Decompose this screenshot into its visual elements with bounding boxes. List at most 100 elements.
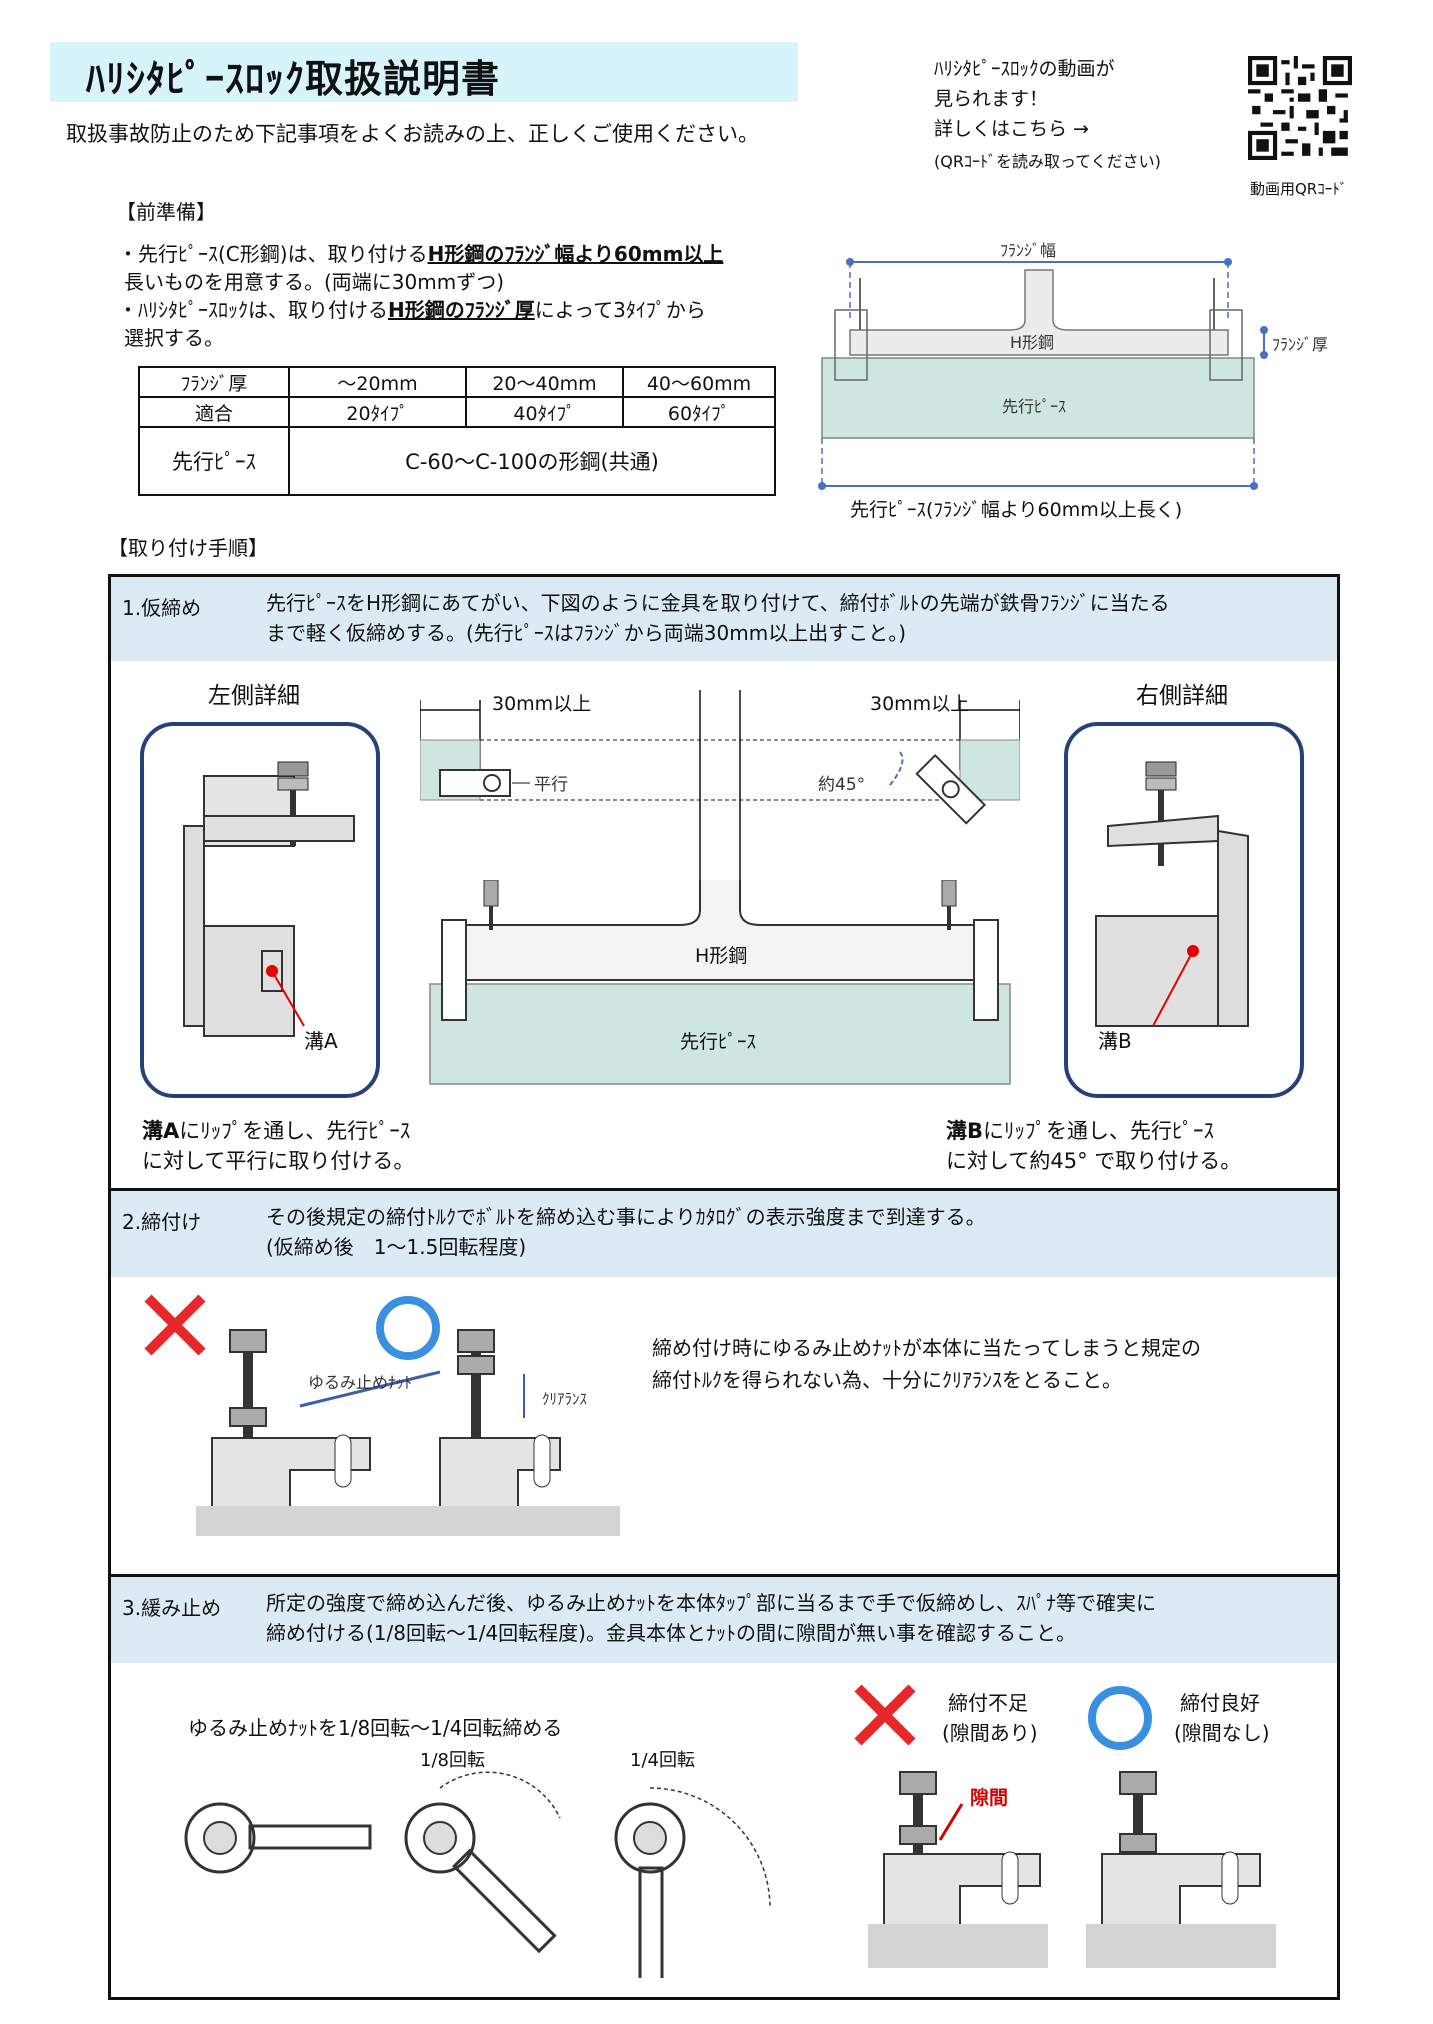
step-divider (108, 1574, 1337, 1577)
step2-diagram: ゆるみ止めﾅｯﾄ ｸﾘｱﾗﾝｽ (144, 1294, 620, 1536)
step3-band (111, 1577, 1337, 1663)
video-note: ﾊﾘｼﾀﾋﾟｰｽﾛｯｸの動画が 見られます！ 詳しくはこちら → (934, 54, 1115, 144)
prep-line-3b: H形鋼のﾌﾗﾝｼﾞ厚 (388, 298, 535, 322)
gap-label: 隙間 (970, 1786, 1008, 1809)
left-detail-title: 左側詳細 (208, 683, 300, 709)
center-piece-label: 先行ﾋﾟｰｽ (680, 1031, 756, 1053)
step3-text: 所定の強度で締め込んだ後、ゆるみ止めﾅｯﾄを本体ﾀｯﾌﾟ部に当るまで手で仮締めし… (266, 1588, 1156, 1648)
step2-note-2: 締付ﾄﾙｸを得られない為、十分にｸﾘｱﾗﾝｽをとること。 (652, 1368, 1122, 1392)
right-caption-bold: 溝B (946, 1119, 984, 1143)
step3-text-1: 所定の強度で締め込んだ後、ゆるみ止めﾅｯﾄを本体ﾀｯﾌﾟ部に当るまで手で仮締めし… (266, 1591, 1156, 1615)
angle-label: 約45° (818, 775, 865, 795)
groove-b-label: 溝B (1098, 1029, 1132, 1053)
step2-text-1: その後規定の締付ﾄﾙｸでﾎﾞﾙﾄを締め込む事によりｶﾀﾛｸﾞの表示強度まで到達す… (266, 1205, 986, 1229)
right-caption-2: に対して約45° で取り付ける。 (946, 1149, 1242, 1173)
clearance-label: ｸﾘｱﾗﾝｽ (542, 1390, 587, 1408)
qr-code-icon[interactable] (1248, 56, 1352, 160)
step3-label: 3.緩み止め (122, 1596, 222, 1620)
eighth-turn-label: 1/8回転 (420, 1750, 485, 1771)
flange-width-label: ﾌﾗﾝｼﾞ幅 (1000, 241, 1056, 260)
right-detail-drawing: 溝B (1095, 761, 1249, 1053)
table-cell: 先行ﾋﾟｰｽ (138, 426, 290, 496)
lock-nut-label: ゆるみ止めﾅｯﾄ (308, 1373, 412, 1392)
table-cell: 20～40mm (465, 366, 624, 398)
left-detail-drawing: 溝A (183, 761, 355, 1053)
center-bottom-diagram: H形鋼 先行ﾋﾟｰｽ (429, 880, 1011, 1085)
procedure-heading: 【取り付け手順】 (108, 536, 268, 560)
step1-text: 先行ﾋﾟｰｽをH形鋼にあてがい、下図のように金具を取り付けて、締付ﾎﾞﾙﾄの先端… (266, 588, 1170, 648)
step1-text-2: まで軽く仮締めする。(先行ﾋﾟｰｽはﾌﾗﾝｼﾞから両端30mm以上出すこと。) (266, 621, 907, 645)
good-label-2: (隙間なし) (1174, 1721, 1270, 1745)
table-cell: 40ﾀｲﾌﾟ (465, 396, 624, 428)
prep-figure-caption: 先行ﾋﾟｰｽ(ﾌﾗﾝｼﾞ幅より60mm以上長く) (850, 499, 1182, 520)
center-top-diagram: 30mm以上 30mm以上 平行 約45° (420, 690, 1020, 890)
table-cell: ﾌﾗﾝｼﾞ厚 (138, 366, 290, 398)
left-caption-bold: 溝A (142, 1119, 180, 1143)
parallel-label: 平行 (534, 775, 568, 795)
qr-caption: 動画用QRｺｰﾄﾞ (1250, 180, 1348, 198)
right-detail-title: 右側詳細 (1136, 683, 1228, 709)
step-divider (108, 1188, 1337, 1191)
table-cell: 40～60mm (622, 366, 776, 398)
left-caption: 溝Aにﾘｯﾌﾟを通し、先行ﾋﾟｰｽ に対して平行に取り付ける。 (142, 1116, 414, 1176)
step1-band (111, 577, 1337, 661)
prep-heading: 【前準備】 (116, 200, 216, 224)
quarter-turn-label: 1/4回転 (630, 1750, 695, 1771)
video-line-3: 詳しくはこちら → (934, 118, 1089, 140)
video-line-1: ﾊﾘｼﾀﾋﾟｰｽﾛｯｸの動画が (934, 58, 1115, 80)
video-sub: (QRｺｰﾄﾞを読み取ってください) (934, 152, 1161, 171)
piece-label: 先行ﾋﾟｰｽ (1002, 397, 1066, 416)
wrench-title: ゆるみ止めﾅｯﾄを1/8回転～1/4回転締める (188, 1716, 563, 1740)
right-detail-box (1064, 722, 1304, 1098)
step2-text-2: (仮締め後 1～1.5回転程度) (266, 1235, 527, 1259)
good-label-1: 締付良好 (1180, 1691, 1260, 1715)
wrench-diagram: 1/8回転 1/4回転 (184, 1750, 771, 1978)
prep-figure: ﾌﾗﾝｼﾞ幅 H形鋼 先行ﾋﾟｰｽ ﾌﾗﾝｼﾞ厚 先行ﾋﾟｰｽ(ﾌﾗﾝｼﾞ幅より… (818, 241, 1328, 520)
prep-line-1: ・先行ﾋﾟｰｽ(C形鋼)は、取り付けるH形鋼のﾌﾗﾝｼﾞ幅より60mm以上 (118, 240, 723, 268)
dim-left-label: 30mm以上 (492, 693, 591, 715)
prep-line-4: 選択する。 (124, 326, 224, 350)
table-cell: 60ﾀｲﾌﾟ (622, 396, 776, 428)
table-row: 先行ﾋﾟｰｽ C-60～C-100の形鋼(共通) (138, 426, 776, 496)
bad-label-1: 締付不足 (948, 1691, 1028, 1715)
gap-check-diagram: 締付不足 (隙間あり) 締付良好 (隙間なし) 隙間 (854, 1684, 1276, 1968)
table-cell: ～20mm (288, 366, 467, 398)
prep-line-3a: ・ﾊﾘｼﾀﾋﾟｰｽﾛｯｸは、取り付ける (118, 298, 388, 322)
page-title: ﾊﾘｼﾀﾋﾟｰｽﾛｯｸ取扱説明書 (86, 57, 501, 101)
intro-text: 取扱事故防止のため下記事項をよくお読みの上、正しくご使用ください。 (66, 122, 759, 146)
left-caption-2: に対して平行に取り付ける。 (142, 1149, 415, 1173)
step2-note-1: 締め付け時にゆるみ止めﾅｯﾄが本体に当たってしまうと規定の (652, 1336, 1201, 1360)
circle-ok-icon (1088, 1686, 1152, 1750)
left-caption-1: にﾘｯﾌﾟを通し、先行ﾋﾟｰｽ (179, 1119, 411, 1143)
groove-a-label: 溝A (304, 1029, 338, 1053)
spec-table: ﾌﾗﾝｼﾞ厚 ～20mm 20～40mm 40～60mm 適合 20ﾀｲﾌﾟ 4… (138, 366, 776, 496)
right-caption: 溝Bにﾘｯﾌﾟを通し、先行ﾋﾟｰｽ に対して約45° で取り付ける。 (946, 1116, 1241, 1176)
prep-line-1a: ・先行ﾋﾟｰｽ(C形鋼)は、取り付ける (118, 242, 428, 266)
step2-note: 締め付け時にゆるみ止めﾅｯﾄが本体に当たってしまうと規定の 締付ﾄﾙｸを得られな… (652, 1332, 1201, 1396)
step1-text-1: 先行ﾋﾟｰｽをH形鋼にあてがい、下図のように金具を取り付けて、締付ﾎﾞﾙﾄの先端… (266, 591, 1170, 615)
table-row: 適合 20ﾀｲﾌﾟ 40ﾀｲﾌﾟ 60ﾀｲﾌﾟ (138, 396, 776, 428)
step2-label: 2.締付け (122, 1210, 202, 1234)
step2-band (111, 1191, 1337, 1277)
flange-thickness-label: ﾌﾗﾝｼﾞ厚 (1272, 335, 1328, 354)
step1-label: 1.仮締め (122, 596, 202, 620)
h-beam-label: H形鋼 (1010, 333, 1054, 352)
prep-line-1b: H形鋼のﾌﾗﾝｼﾞ幅より60mm以上 (427, 242, 724, 266)
right-caption-1: にﾘｯﾌﾟを通し、先行ﾋﾟｰｽ (983, 1119, 1215, 1143)
bad-label-2: (隙間あり) (942, 1721, 1038, 1745)
prep-line-3c: によって3ﾀｲﾌﾟから (534, 298, 706, 322)
video-line-2: 見られます！ (934, 88, 1049, 110)
center-h-beam-label: H形鋼 (695, 945, 747, 967)
table-cell: C-60～C-100の形鋼(共通) (288, 426, 776, 496)
step2-text: その後規定の締付ﾄﾙｸでﾎﾞﾙﾄを締め込む事によりｶﾀﾛｸﾞの表示強度まで到達す… (266, 1202, 986, 1262)
prep-line-3: ・ﾊﾘｼﾀﾋﾟｰｽﾛｯｸは、取り付けるH形鋼のﾌﾗﾝｼﾞ厚によって3ﾀｲﾌﾟから (118, 296, 706, 324)
circle-ok-icon (376, 1296, 440, 1360)
step3-text-2: 締め付ける(1/8回転～1/4回転程度)。金具本体とﾅｯﾄの間に隙間が無い事を確… (266, 1621, 1076, 1645)
procedure-frame (108, 574, 1340, 2000)
table-cell: 20ﾀｲﾌﾟ (288, 396, 467, 428)
title-band (50, 42, 798, 102)
prep-line-2: 長いものを用意する。(両端に30mmずつ) (124, 270, 505, 294)
dim-right-label: 30mm以上 (870, 693, 969, 715)
table-row: ﾌﾗﾝｼﾞ厚 ～20mm 20～40mm 40～60mm (138, 366, 776, 398)
table-cell: 適合 (138, 396, 290, 428)
